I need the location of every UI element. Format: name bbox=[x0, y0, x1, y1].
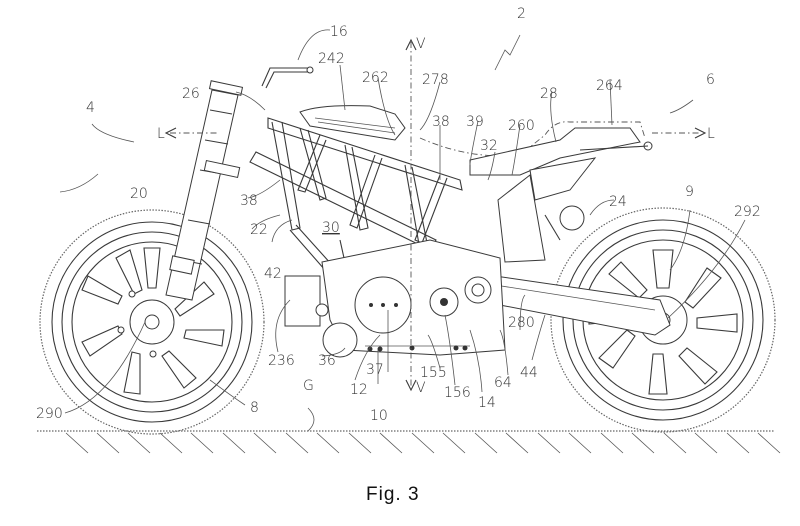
ground bbox=[37, 430, 781, 454]
label-37: 37 bbox=[366, 362, 384, 378]
label-36: 36 bbox=[318, 353, 336, 369]
label-12: 12 bbox=[350, 382, 368, 398]
front-wheel-spokes bbox=[81, 247, 225, 395]
label-64: 64 bbox=[494, 375, 512, 391]
label-290: 290 bbox=[36, 406, 63, 422]
rear-shock bbox=[544, 205, 585, 241]
label-16: 16 bbox=[330, 24, 348, 40]
label-262: 262 bbox=[362, 70, 389, 86]
figure-caption: Fig. 3 bbox=[366, 484, 420, 505]
label-264: 264 bbox=[596, 78, 623, 94]
label-20: 20 bbox=[130, 186, 148, 202]
battery-box bbox=[284, 275, 321, 327]
label-G: G bbox=[303, 378, 314, 394]
label-242: 242 bbox=[318, 51, 345, 67]
ground-hatching bbox=[65, 432, 781, 454]
label-44: 44 bbox=[520, 365, 538, 381]
label-260: 260 bbox=[508, 118, 535, 134]
front-fork bbox=[165, 80, 244, 301]
label-42: 42 bbox=[264, 266, 282, 282]
label-2: 2 bbox=[517, 6, 526, 22]
label-280: 280 bbox=[508, 315, 535, 331]
label-L-rear: L bbox=[707, 126, 715, 142]
leader-lines bbox=[59, 29, 746, 432]
label-156: 156 bbox=[444, 385, 471, 401]
label-39: 39 bbox=[466, 114, 484, 130]
label-38-front: 38 bbox=[240, 193, 258, 209]
front-wheel bbox=[39, 209, 265, 435]
reference-axes bbox=[164, 38, 707, 392]
label-4: 4 bbox=[86, 100, 95, 116]
reference-labels: 16 4 2 6 26 242 262 278 38 39 32 260 28 … bbox=[36, 6, 761, 424]
front-axle bbox=[144, 314, 160, 330]
label-6: 6 bbox=[706, 72, 715, 88]
label-155: 155 bbox=[420, 365, 447, 381]
label-10: 10 bbox=[370, 408, 388, 424]
label-L-front: L bbox=[157, 126, 165, 142]
label-V-top: V bbox=[416, 36, 426, 52]
label-38-upper: 38 bbox=[432, 114, 450, 130]
label-32: 32 bbox=[480, 138, 498, 154]
motor-output bbox=[322, 322, 358, 358]
label-V-bottom: V bbox=[416, 380, 426, 396]
tank bbox=[299, 105, 406, 141]
label-24: 24 bbox=[609, 194, 627, 210]
label-292: 292 bbox=[734, 204, 761, 220]
handlebar bbox=[261, 66, 314, 89]
label-14: 14 bbox=[478, 395, 496, 411]
label-278: 278 bbox=[422, 72, 449, 88]
label-9: 9 bbox=[685, 184, 694, 200]
powertrain-housing bbox=[284, 239, 506, 358]
label-8: 8 bbox=[250, 400, 259, 416]
label-26: 26 bbox=[182, 86, 200, 102]
label-28: 28 bbox=[540, 86, 558, 102]
rear-wheel-spokes bbox=[588, 249, 738, 395]
seat-tail bbox=[419, 121, 653, 263]
label-236: 236 bbox=[268, 353, 295, 369]
label-30: 30 bbox=[322, 220, 340, 236]
label-22: 22 bbox=[250, 222, 268, 238]
